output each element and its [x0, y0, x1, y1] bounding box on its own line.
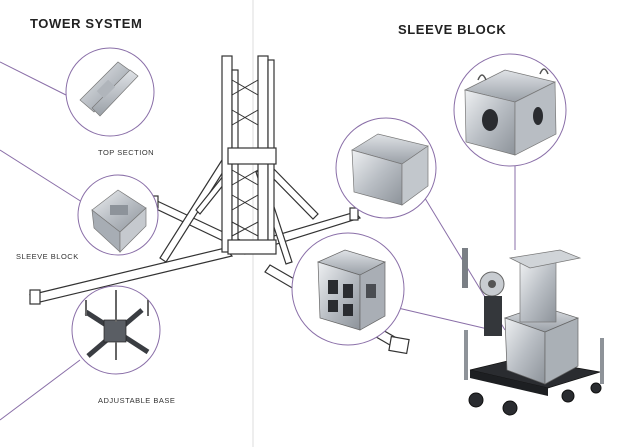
sleeve-block-inset-left — [77, 174, 159, 256]
adjustable-base-inset — [71, 285, 161, 375]
adjustable-base-caption: ADJUSTABLE BASE — [98, 396, 176, 405]
sleeve-block-caption: SLEEVE BLOCK — [16, 252, 79, 261]
top-section-inset — [65, 47, 155, 137]
sleeve-block-inset-upper — [453, 53, 567, 167]
sleeve-block-inset-lower — [291, 232, 405, 346]
tower-system-heading: TOWER SYSTEM — [30, 16, 143, 31]
sleeve-block-photo — [462, 248, 604, 416]
sleeve-block-inset-middle — [335, 117, 437, 219]
sleeve-block-heading: SLEEVE BLOCK — [398, 22, 507, 37]
top-section-caption: TOP SECTION — [98, 148, 155, 157]
